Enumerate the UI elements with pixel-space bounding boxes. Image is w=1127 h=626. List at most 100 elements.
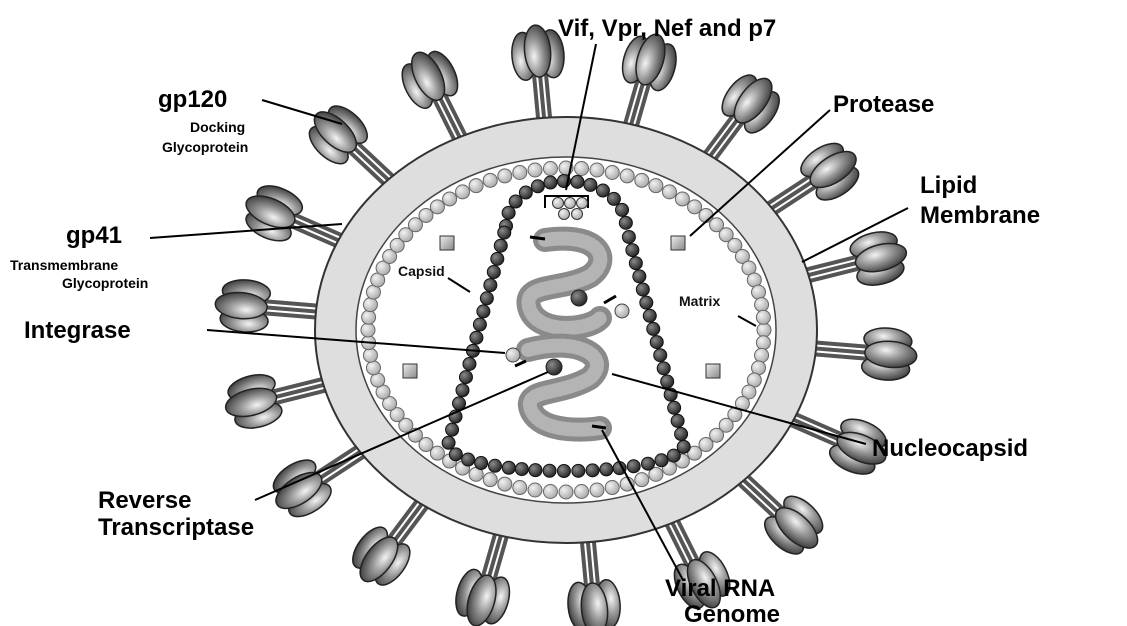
matrix-bead <box>755 298 769 312</box>
matrix-bead <box>635 173 649 187</box>
capsid-bead <box>477 305 490 318</box>
reverse-transcriptase-dot <box>546 359 562 375</box>
matrix-bead <box>755 348 769 362</box>
spike-glycoprotein <box>393 41 471 151</box>
matrix-bead <box>590 483 604 497</box>
matrix-bead <box>483 173 497 187</box>
capsid-bead <box>473 318 486 331</box>
matrix-label: Matrix <box>679 293 720 309</box>
capsid-bead <box>654 349 667 362</box>
matrix-bead <box>456 185 470 199</box>
nucleocapsid-label: Nucleocapsid <box>872 435 1028 462</box>
matrix-bead <box>756 310 770 324</box>
viral-rna-line2: Genome <box>684 601 780 626</box>
capsid-bead <box>519 186 532 199</box>
matrix-bead <box>469 179 483 193</box>
capsid-bead <box>543 464 556 477</box>
matrix-bead <box>590 163 604 177</box>
matrix-bead <box>757 323 771 337</box>
capsid-bead <box>456 384 469 397</box>
matrix-bead <box>498 169 512 183</box>
capsid-bead <box>557 464 570 477</box>
protein-dash <box>592 426 606 428</box>
vif-vpr-nef-p7-label: Vif, Vpr, Nef and p7 <box>558 15 776 42</box>
protease-label: Protease <box>833 91 934 118</box>
matrix-bead <box>675 192 689 206</box>
spike-glycoprotein <box>220 370 338 434</box>
capsid-bead <box>487 265 500 278</box>
matrix-bead <box>419 208 433 222</box>
capsid-bead <box>626 244 639 257</box>
matrix-bead <box>620 169 634 183</box>
protease-square <box>671 236 685 250</box>
matrix-bead <box>430 200 444 214</box>
matrix-bead <box>699 438 713 452</box>
protease-square <box>706 364 720 378</box>
matrix-bead <box>688 200 702 214</box>
matrix-bead <box>559 485 573 499</box>
gp41-label: gp41 <box>66 222 122 249</box>
spike-glycoprotein <box>299 95 402 193</box>
gp120-sub-line2: Glycoprotein <box>162 139 248 155</box>
capsid-bead <box>491 252 504 265</box>
capsid-bead <box>633 270 646 283</box>
gp41-sub-line1: Transmembrane <box>10 257 118 273</box>
viral-rna-line1: Viral RNA <box>665 575 775 602</box>
reverse-transcriptase-dot <box>571 290 587 306</box>
capsid-bead <box>586 464 599 477</box>
matrix-bead <box>443 192 457 206</box>
protease-square <box>403 364 417 378</box>
capsid-bead <box>446 423 459 436</box>
capsid-bead <box>449 448 462 461</box>
capsid-bead <box>675 428 688 441</box>
spike-glycoprotein <box>618 27 683 138</box>
capsid-bead <box>647 322 660 335</box>
capsid-bead <box>480 292 493 305</box>
capsid-bead <box>502 206 515 219</box>
gp41-sub-line2: Glycoprotein <box>62 275 148 291</box>
capsid-bead <box>622 230 635 243</box>
reverse-transcriptase-line1: Reverse <box>98 487 191 514</box>
capsid-bead <box>498 226 511 239</box>
spike-glycoprotein <box>698 64 790 169</box>
capsid-bead <box>509 195 522 208</box>
capsid-bead <box>607 192 620 205</box>
capsid-bead <box>463 357 476 370</box>
capsid-bead <box>667 449 680 462</box>
capsid-bead <box>641 457 654 470</box>
matrix-bead <box>528 483 542 497</box>
capsid-bead <box>636 283 649 296</box>
capsid-bead <box>571 175 584 188</box>
matrix-bead <box>362 310 376 324</box>
matrix-bead <box>366 361 380 375</box>
capsid-bead <box>640 296 653 309</box>
matrix-bead <box>543 161 557 175</box>
capsid-bead <box>572 464 585 477</box>
matrix-bead <box>498 477 512 491</box>
capsid-bead <box>600 463 613 476</box>
lipid-label-line1: Lipid <box>920 172 977 199</box>
matrix-bead <box>756 336 770 350</box>
matrix-bead <box>662 185 676 199</box>
capsid-bead <box>502 461 515 474</box>
capsid-bead <box>462 453 475 466</box>
integrase-label: Integrase <box>24 317 131 344</box>
capsid-bead <box>494 239 507 252</box>
capsid-bead <box>475 457 488 470</box>
integrase-dot <box>615 304 629 318</box>
integrase-dot <box>506 348 520 362</box>
gp120-sub-line1: Docking <box>190 119 245 135</box>
spike-glycoprotein <box>343 490 435 595</box>
matrix-bead <box>575 161 589 175</box>
capsid-bead <box>619 216 632 229</box>
capsid-bead <box>629 257 642 270</box>
matrix-bead <box>361 323 375 337</box>
reverse-transcriptase-line2: Transcriptase <box>98 514 254 541</box>
spike-glycoprotein <box>213 278 329 334</box>
capsid-bead <box>616 203 629 216</box>
matrix-bead <box>543 485 557 499</box>
matrix-bead <box>605 481 619 495</box>
capsid-bead <box>470 331 483 344</box>
matrix-bead <box>363 348 377 362</box>
